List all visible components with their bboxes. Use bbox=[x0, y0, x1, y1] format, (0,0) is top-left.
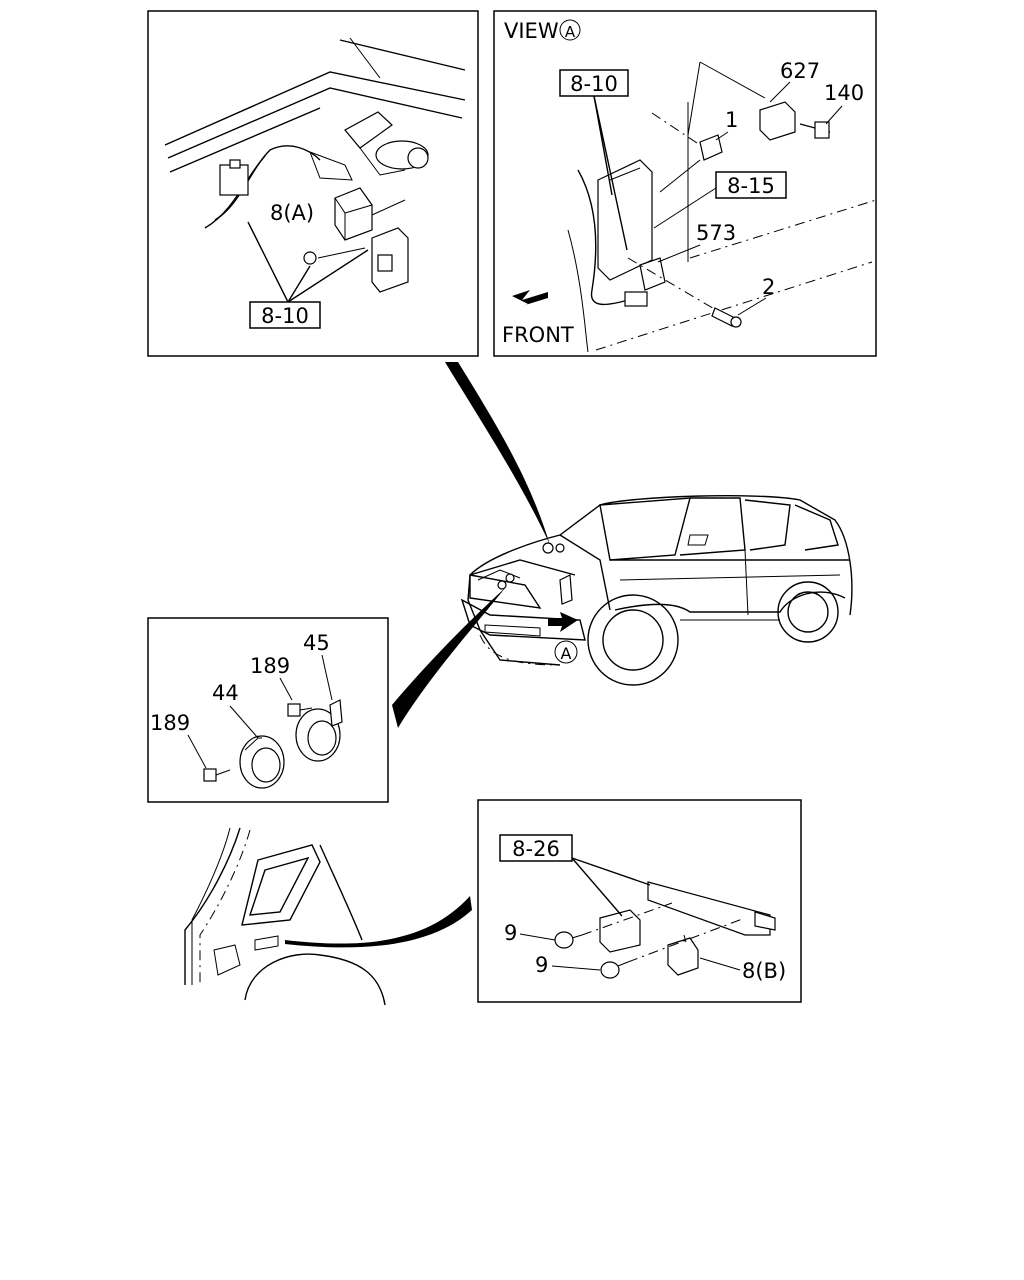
label-45: 45 bbox=[303, 631, 330, 655]
panel-rear-relay: 8-26 9 9 8(B) bbox=[477, 799, 802, 1003]
ref-box-8-15 bbox=[715, 171, 787, 199]
vehicle-view-marker: A bbox=[561, 644, 572, 663]
callout-wedge-rear bbox=[285, 896, 472, 948]
front-arrow-icon bbox=[512, 290, 548, 306]
label-1: 1 bbox=[725, 108, 738, 132]
label-2: 2 bbox=[762, 275, 775, 299]
connector-icon bbox=[219, 159, 249, 196]
ref-box-8-10-view bbox=[559, 69, 629, 97]
callout-wedge-horn bbox=[392, 588, 505, 728]
connector-1-icon bbox=[699, 134, 723, 161]
ref-box-8-10 bbox=[249, 301, 321, 329]
relay-a-icon bbox=[334, 187, 373, 241]
relay-627-icon bbox=[759, 101, 796, 141]
relay-b-icon bbox=[667, 934, 699, 976]
label-140: 140 bbox=[824, 81, 864, 105]
label-relay-a: 8(A) bbox=[270, 201, 314, 225]
ref-box-8-26-label: 8-26 bbox=[512, 837, 560, 861]
label-573: 573 bbox=[696, 221, 736, 245]
front-wheel bbox=[587, 594, 679, 686]
horn-44-icon bbox=[239, 735, 285, 789]
callout-wedge-top bbox=[445, 362, 550, 545]
view-a-arrow-icon bbox=[548, 612, 578, 632]
bolt-189-top-icon bbox=[287, 703, 313, 717]
panel-frame bbox=[147, 10, 479, 357]
front-label: FRONT bbox=[502, 323, 574, 347]
label-44: 44 bbox=[212, 681, 239, 705]
panel-frame bbox=[493, 10, 877, 357]
rear-bracket-icon bbox=[647, 881, 776, 936]
bolt-189-left-icon bbox=[203, 768, 231, 782]
label-relay-b: 8(B) bbox=[742, 959, 786, 983]
view-marker-label: A bbox=[565, 23, 576, 41]
ref-box-8-26 bbox=[499, 834, 573, 862]
panel-frame bbox=[477, 799, 802, 1003]
label-9-bottom: 9 bbox=[535, 953, 548, 977]
ref-box-8-15-label: 8-15 bbox=[727, 174, 775, 198]
label-9-top: 9 bbox=[504, 921, 517, 945]
ref-box-8-10-label: 8-10 bbox=[261, 304, 309, 328]
rear-relay-box-icon bbox=[599, 909, 641, 953]
view-marker-circle bbox=[559, 19, 581, 41]
horn-45-icon bbox=[295, 699, 343, 762]
relay-block-icon bbox=[371, 227, 409, 293]
panel-view-a: VIEW A 1 627 bbox=[493, 10, 877, 357]
label-189-top: 189 bbox=[250, 654, 290, 678]
bracket-icon bbox=[597, 159, 653, 281]
rear-wheel bbox=[777, 581, 839, 643]
panel-horn: 45 189 44 189 bbox=[147, 617, 389, 803]
pad-573-icon bbox=[639, 257, 666, 291]
vehicle-illustration: A bbox=[460, 495, 853, 686]
rear-quarter-illustration bbox=[184, 827, 386, 1006]
ref-box-8-10-view-label: 8-10 bbox=[570, 72, 618, 96]
wiper-motor-icon bbox=[344, 111, 429, 176]
view-title: VIEW bbox=[504, 19, 559, 43]
nut-icon bbox=[303, 251, 317, 265]
panel-engine-compartment: 8(A) 8-10 bbox=[147, 10, 479, 357]
label-627: 627 bbox=[780, 59, 820, 83]
bolt-9-bottom-icon bbox=[600, 961, 629, 979]
screw-2-icon bbox=[711, 307, 742, 328]
label-189-left: 189 bbox=[150, 711, 190, 735]
bolt-140-icon bbox=[799, 121, 831, 139]
